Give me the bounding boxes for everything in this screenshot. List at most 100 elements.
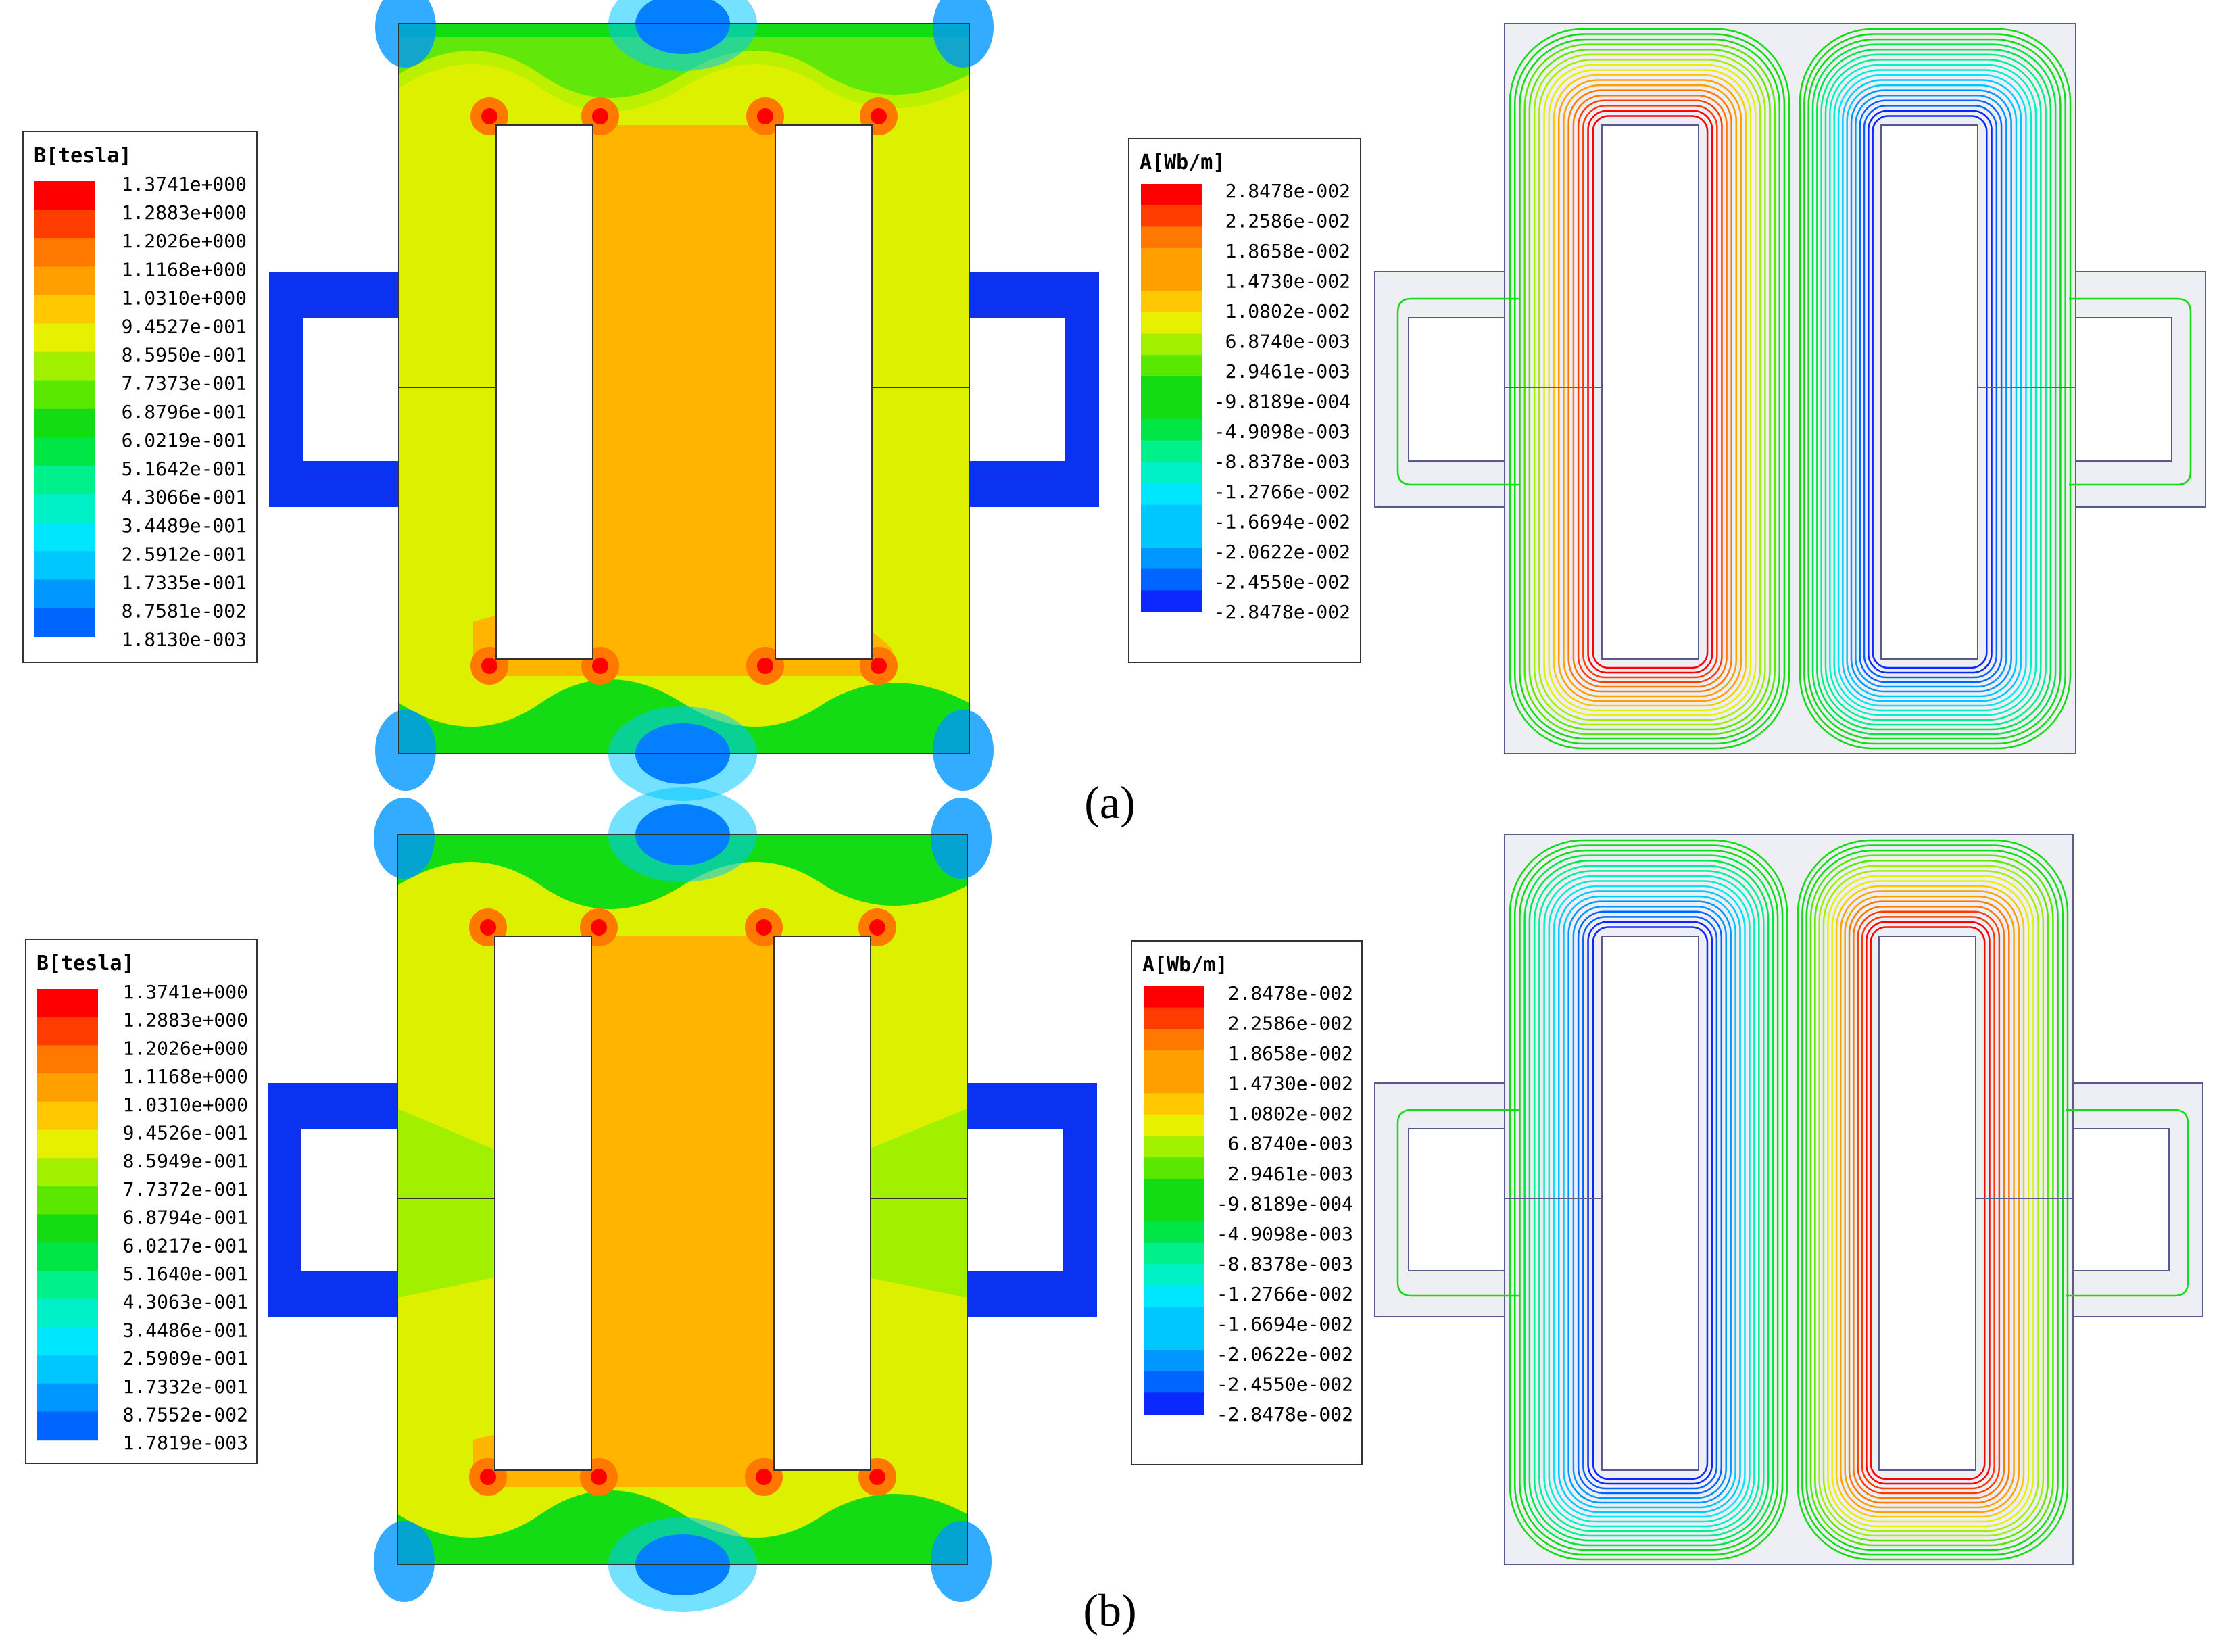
legend-value: 3.4489e-001 bbox=[122, 514, 247, 537]
b-legend-a: B[tesla] 1.3741e+0001.2883e+0001.2026e+0… bbox=[22, 131, 258, 663]
legend-swatch bbox=[34, 323, 95, 353]
flux-line bbox=[1553, 885, 1746, 1518]
flux-line bbox=[1572, 905, 1727, 1499]
legend-value: 1.4730e-002 bbox=[1225, 270, 1350, 293]
panel-label-b: (b) bbox=[1083, 1584, 1136, 1636]
flux-line bbox=[1509, 839, 1788, 1561]
a-legend-a: A[Wb/m] 2.8478e-0022.2586e-0021.8658e-00… bbox=[1128, 138, 1361, 663]
flux-line bbox=[1396, 297, 1519, 486]
legend-swatch bbox=[1144, 1071, 1204, 1094]
b-legend-swatches bbox=[37, 989, 98, 1441]
legend-swatch bbox=[1144, 986, 1204, 1009]
legend-swatch bbox=[34, 380, 95, 410]
legend-swatch bbox=[1141, 590, 1202, 612]
legend-swatch bbox=[1141, 247, 1202, 270]
flux-line bbox=[1567, 89, 1732, 693]
legend-value: -8.8378e-003 bbox=[1217, 1253, 1353, 1276]
flux-line bbox=[1582, 105, 1718, 679]
legend-swatch bbox=[34, 266, 95, 296]
legend-swatch bbox=[34, 210, 95, 239]
legend-swatch bbox=[1141, 333, 1202, 356]
flux-line bbox=[1519, 38, 1781, 740]
flux-line bbox=[1567, 900, 1732, 1504]
flux-lines-plot-b bbox=[1374, 834, 2203, 1565]
flux-line bbox=[1533, 53, 1766, 726]
flux-line bbox=[1846, 84, 2018, 698]
legend-swatch bbox=[1144, 1178, 1204, 1201]
b-legend-title: B[tesla] bbox=[36, 952, 135, 975]
panel-b: B[tesla] 1.3741e+0001.2883e+0001.2026e+0… bbox=[25, 787, 2203, 1636]
legend-swatch bbox=[37, 1017, 98, 1046]
flux-line bbox=[1519, 849, 1779, 1551]
flux-line bbox=[1523, 854, 1774, 1547]
legend-value: -2.0622e-002 bbox=[1214, 541, 1350, 563]
flux-line bbox=[1868, 110, 1993, 674]
legend-swatch bbox=[1144, 1264, 1204, 1287]
legend-swatch bbox=[37, 1242, 98, 1271]
flux-line bbox=[1818, 865, 2045, 1537]
flux-line bbox=[1572, 94, 1728, 688]
flux-line bbox=[1840, 890, 2020, 1513]
legend-swatch bbox=[1141, 483, 1202, 506]
a-legend-swatches bbox=[1144, 986, 1204, 1415]
legend-value: -2.8478e-002 bbox=[1214, 601, 1350, 623]
legend-swatch bbox=[37, 1158, 98, 1187]
legend-swatch bbox=[1141, 226, 1202, 249]
legend-value: 5.1640e-001 bbox=[123, 1263, 248, 1285]
legend-value: 6.0219e-001 bbox=[122, 429, 247, 452]
flux-line bbox=[1592, 115, 1709, 669]
legend-swatch bbox=[34, 408, 95, 438]
legend-value: -9.8189e-004 bbox=[1217, 1193, 1353, 1215]
flux-line bbox=[1829, 64, 2037, 716]
legend-swatch bbox=[34, 351, 95, 381]
flux-line bbox=[1543, 875, 1755, 1528]
legend-swatch bbox=[1141, 462, 1202, 485]
legend-swatch bbox=[1141, 548, 1202, 570]
legend-value: 4.3063e-001 bbox=[123, 1291, 248, 1313]
legend-value: 6.0217e-001 bbox=[123, 1234, 248, 1257]
legend-value: 7.7372e-001 bbox=[123, 1178, 248, 1200]
legend-value: 1.2026e+000 bbox=[122, 230, 247, 252]
legend-value: 1.7332e-001 bbox=[123, 1376, 248, 1398]
flux-line bbox=[1850, 89, 2012, 693]
flux-lines-plot-a bbox=[1374, 23, 2206, 754]
legend-swatch bbox=[1141, 440, 1202, 463]
legend-value: 9.4527e-001 bbox=[122, 316, 247, 338]
b-legend-title: B[tesla] bbox=[34, 144, 132, 168]
flux-line bbox=[1861, 916, 1995, 1490]
flux-line bbox=[1855, 94, 2007, 688]
legend-swatch bbox=[34, 437, 95, 466]
legend-value: 1.7819e-003 bbox=[123, 1432, 248, 1454]
flux-line bbox=[1857, 910, 2001, 1495]
legend-swatch bbox=[34, 181, 95, 211]
legend-swatch bbox=[1141, 568, 1202, 591]
flux-line bbox=[1822, 870, 2039, 1532]
legend-value: 1.1168e+000 bbox=[123, 1065, 248, 1088]
legend-value: 1.0802e-002 bbox=[1225, 300, 1350, 322]
legend-swatch bbox=[37, 1214, 98, 1244]
legend-value: 6.8740e-003 bbox=[1225, 331, 1350, 353]
b-legend-values: 1.3741e+0001.2883e+0001.2026e+0001.1168e… bbox=[123, 981, 248, 1454]
legend-value: 2.2586e-002 bbox=[1225, 210, 1350, 233]
legend-swatch bbox=[1141, 504, 1202, 527]
legend-swatch bbox=[1144, 1114, 1204, 1137]
flux-line bbox=[1538, 870, 1760, 1532]
flux-line bbox=[2069, 297, 2192, 486]
legend-value: 1.1168e+000 bbox=[122, 258, 247, 281]
legend-value: 2.5909e-001 bbox=[123, 1347, 248, 1369]
legend-value: 5.1642e-001 bbox=[122, 458, 247, 480]
legend-swatch bbox=[1144, 1157, 1204, 1180]
legend-swatch bbox=[37, 1101, 98, 1131]
legend-swatch bbox=[1144, 1307, 1204, 1330]
flux-line bbox=[1801, 844, 2064, 1556]
legend-value: -4.9098e-003 bbox=[1214, 420, 1350, 443]
flux-line bbox=[1553, 74, 1747, 707]
legend-swatch bbox=[34, 494, 95, 524]
legend-swatch bbox=[37, 1271, 98, 1300]
flux-line bbox=[1582, 916, 1718, 1490]
legend-swatch bbox=[37, 1129, 98, 1159]
legend-value: 1.7335e-001 bbox=[122, 571, 247, 593]
legend-value: 2.5912e-001 bbox=[122, 543, 247, 565]
legend-value: -4.9098e-003 bbox=[1217, 1223, 1353, 1245]
